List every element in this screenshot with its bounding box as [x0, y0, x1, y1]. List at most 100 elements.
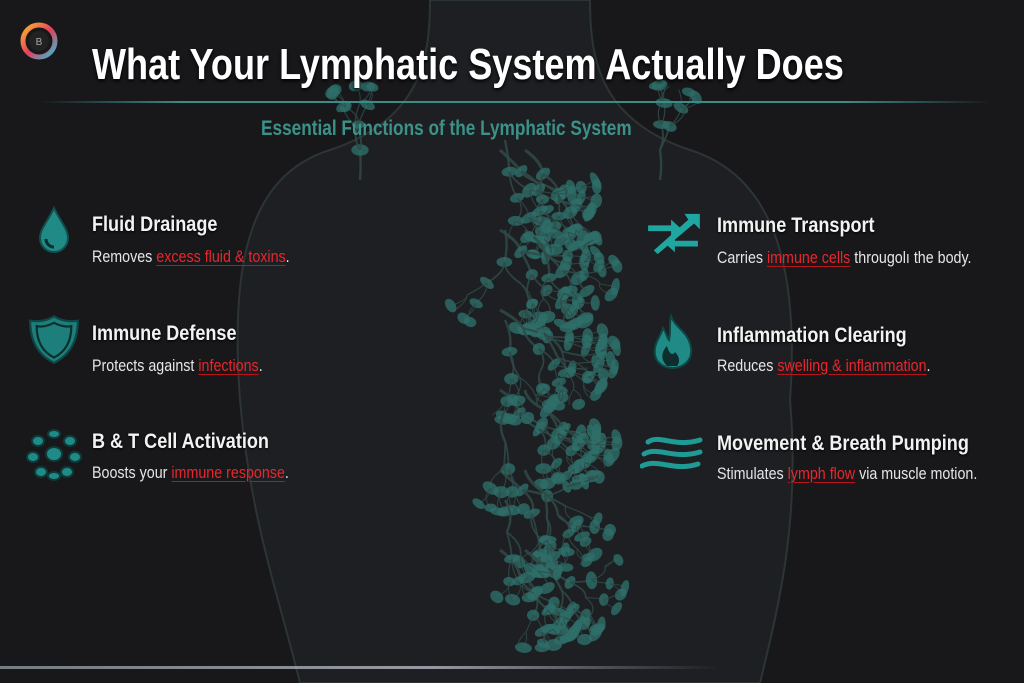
- lymph-node: [591, 178, 602, 194]
- lymph-node: [515, 642, 532, 653]
- waves-icon: [640, 436, 703, 470]
- lymph-node: [681, 87, 696, 97]
- lymph-vessel: [585, 462, 600, 472]
- lymph-vessel: [506, 531, 522, 556]
- lymph-vessel: [678, 89, 682, 108]
- lymph-vessel: [583, 384, 592, 399]
- lymph-node: [592, 232, 603, 246]
- lymph-node: [505, 414, 522, 426]
- lymph-vessel: [658, 149, 663, 181]
- lymph-vessel: [528, 217, 541, 235]
- lymph-vessel: [541, 277, 550, 300]
- lymph-node: [579, 456, 592, 469]
- lymph-vessel: [577, 278, 587, 292]
- flame-icon: [653, 314, 693, 370]
- lymph-vessel: [519, 376, 536, 395]
- shield-icon: [29, 315, 79, 364]
- lymph-node: [603, 448, 612, 462]
- lymph-node: [505, 593, 521, 606]
- lymph-vessel: [499, 308, 525, 330]
- lymph-node: [557, 286, 571, 301]
- transport-arrows-icon: [648, 213, 700, 255]
- lymph-vessel: [565, 505, 584, 514]
- lymph-node: [567, 240, 583, 252]
- lymph-vessel: [531, 513, 539, 535]
- lymph-node: [614, 588, 627, 601]
- lymph-vessel: [585, 597, 594, 616]
- lymph-vessel: [591, 567, 606, 581]
- body-silhouette: [236, 0, 794, 683]
- lymph-vessel: [560, 551, 569, 567]
- lymph-node: [604, 287, 619, 302]
- item-title: Inflammation Clearing: [717, 324, 907, 347]
- item-title: Immune Transport: [717, 214, 875, 237]
- lymph-node: [583, 207, 595, 220]
- lymph-vessel: [539, 210, 556, 224]
- item-description: Protects against infections.: [92, 356, 263, 375]
- lymph-vessel: [531, 303, 539, 324]
- lymph-node: [596, 323, 609, 338]
- lymph-vessel: [525, 615, 534, 633]
- lymph-node: [532, 317, 546, 328]
- lymph-node: [579, 284, 595, 298]
- item-description: Carries immune cells througolı the body.: [717, 248, 972, 267]
- lymph-node: [539, 582, 555, 594]
- lymph-vessel: [492, 401, 508, 416]
- lymph-node: [521, 591, 539, 603]
- item-title: B & T Cell Activation: [92, 430, 269, 453]
- item-description: Removes excess fluid & toxins.: [92, 247, 290, 266]
- lymph-vessel: [583, 273, 601, 285]
- lymph-node: [543, 399, 557, 414]
- lymph-vessel: [538, 348, 545, 372]
- lymph-node: [608, 365, 619, 379]
- lymph-vessel: [543, 492, 549, 519]
- lymph-node: [567, 185, 577, 204]
- lymph-node: [588, 627, 603, 642]
- lymph-vessel: [523, 469, 546, 495]
- item-description: Boosts your immune response.: [92, 463, 289, 482]
- lymph-node: [611, 602, 623, 616]
- lymph-node: [673, 102, 689, 114]
- lymph-vessel: [669, 109, 685, 127]
- lymph-node: [472, 498, 485, 510]
- lymph-vessel: [466, 282, 488, 296]
- lymph-vessel: [529, 189, 553, 194]
- lymph-vessel: [508, 220, 517, 240]
- lymph-node: [457, 312, 470, 325]
- lymph-vessel: [530, 534, 540, 553]
- lymph-node: [597, 367, 609, 382]
- water-drop-icon: [38, 205, 70, 253]
- lymph-node: [577, 633, 593, 646]
- lymph-node: [545, 639, 562, 651]
- lymph-node: [444, 298, 457, 313]
- item-description: Reduces swelling & inflammation.: [717, 356, 931, 375]
- lymph-vessel: [560, 293, 567, 313]
- lymph-vessel: [543, 332, 564, 352]
- lymph-vessel: [568, 389, 574, 405]
- lymph-vessel: [657, 102, 663, 125]
- lymph-vessel: [551, 443, 556, 462]
- lymph-vessel: [508, 581, 514, 602]
- lymph-node: [613, 554, 624, 566]
- item-title: Movement & Breath Pumping: [717, 432, 969, 455]
- lymph-node: [517, 503, 530, 515]
- lymph-node: [562, 227, 574, 238]
- item-title: Immune Defense: [92, 322, 237, 345]
- lymph-vessel: [502, 441, 507, 470]
- svg-text:B: B: [36, 37, 43, 48]
- lymph-node: [366, 82, 379, 92]
- lymph-node: [593, 470, 605, 484]
- lymph-node: [648, 80, 666, 90]
- lymph-node: [520, 231, 534, 244]
- lymph-vessel: [577, 549, 583, 566]
- cells-icon: [26, 429, 82, 481]
- lymph-vessel: [542, 628, 554, 643]
- lymph-vessel: [499, 409, 507, 443]
- lymph-node: [552, 568, 562, 581]
- lymph-vessel: [566, 372, 575, 390]
- lymph-vessel: [567, 533, 579, 550]
- lymph-vessel: [561, 350, 584, 357]
- lymph-node: [581, 556, 593, 568]
- item-title: Fluid Drainage: [92, 213, 218, 236]
